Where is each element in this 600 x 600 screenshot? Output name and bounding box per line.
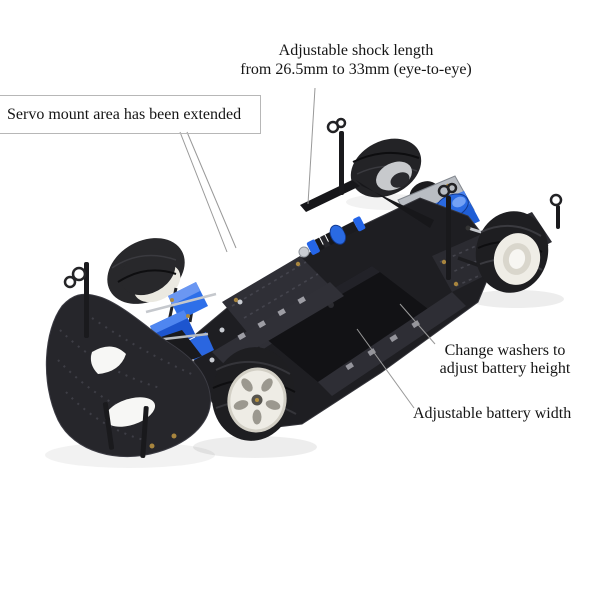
front-right-wheel [211,347,297,441]
annotation-battery-height: Change washers to adjust battery height [420,342,590,378]
center-shock [298,216,366,258]
leader-line-servo-b [186,131,237,249]
annotation-battery-height-line2: adjust battery height [439,360,571,377]
annotation-battery-width-text: Adjustable battery width [413,405,572,422]
carbon-side-rails [212,282,466,396]
annotation-shock-length-line1: Adjustable shock length [278,42,434,59]
annotation-servo-mount-text: Servo mount area has been extended [7,106,242,123]
upper-bracket-arms [300,180,434,228]
leader-lines [179,87,436,409]
annotation-shock-length: Adjustable shock length from 26.5mm to 3… [196,41,516,79]
body-posts [326,117,563,280]
leader-line-battery-height [399,303,436,345]
leader-line-battery-width [356,328,415,409]
front-left-wheel [107,238,185,304]
leader-line-servo-a [179,131,228,253]
annotation-battery-width: Adjustable battery width [413,404,598,423]
annotation-servo-mount-box: Servo mount area has been extended [0,95,261,134]
annotation-battery-height-line1: Change washers to [444,342,566,359]
rear-right-wheel [475,211,549,293]
leader-line-shock [307,87,316,205]
front-body-posts [63,262,149,459]
annotation-shock-length-line2: from 26.5mm to 33mm (eye-to-eye) [240,61,472,78]
